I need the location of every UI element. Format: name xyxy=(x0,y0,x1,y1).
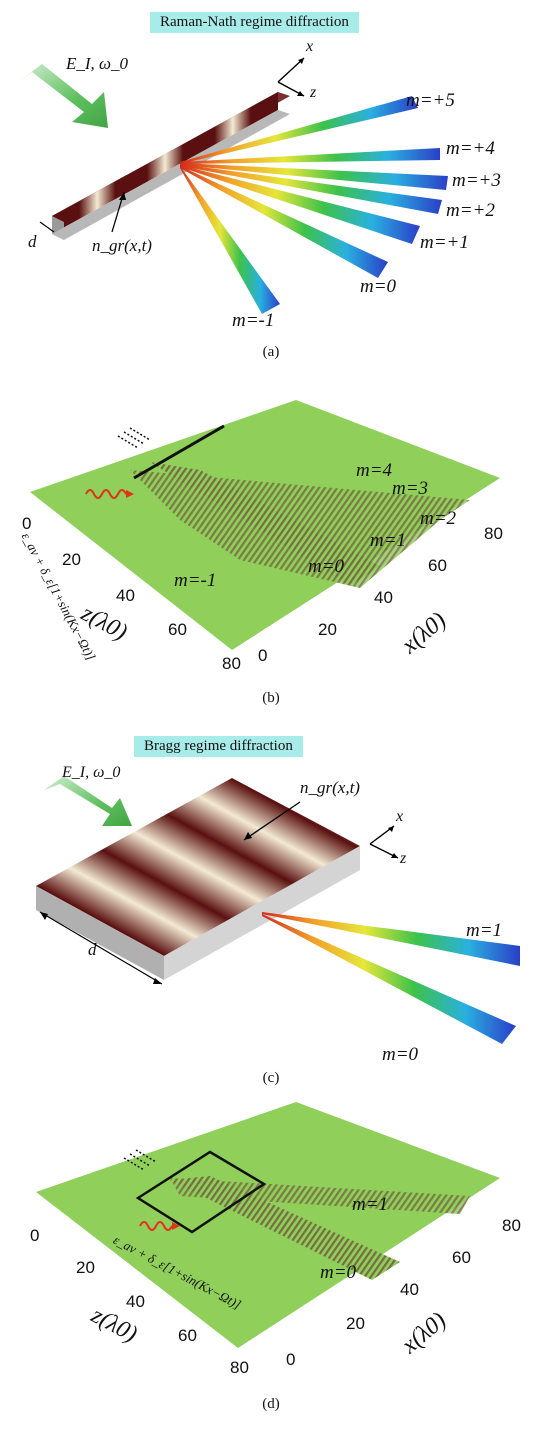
z-tick-b-20: 20 xyxy=(62,550,81,569)
order-cone-m+2 xyxy=(180,164,442,214)
fringe-beam-d-m1 xyxy=(170,1178,470,1214)
z-tick-d-0: 0 xyxy=(30,1226,40,1245)
order-cone-m+5 xyxy=(180,96,418,164)
incident-label-a: E_I, ω_0 xyxy=(66,54,129,73)
order-cone-c-m0 xyxy=(262,914,516,1044)
panel-a-title: Raman-Nath regime diffraction xyxy=(150,12,359,33)
x-tick-b-0: 0 xyxy=(258,646,268,665)
x-tick-d-0: 0 xyxy=(286,1350,296,1369)
wave-source-b xyxy=(85,489,127,499)
order-label-b-m0: m=0 xyxy=(308,556,345,577)
panel-c-graphics xyxy=(36,776,520,1044)
fringe-beam-b xyxy=(150,462,380,586)
order-label-c-m1: m=1 xyxy=(466,920,503,941)
wave-source-d xyxy=(139,1221,173,1231)
panel-d-graphics xyxy=(36,1102,500,1348)
order-label-a-m+5: m=+5 xyxy=(406,90,455,111)
index-label-a: n_gr(x,t) xyxy=(92,236,152,255)
z-tick-d-20: 20 xyxy=(76,1258,95,1277)
panel-c-title: Bragg regime diffraction xyxy=(134,736,303,757)
order-label-d-m0: m=0 xyxy=(320,1262,357,1283)
caption-c: (c) xyxy=(262,1070,280,1086)
caption-d: (d) xyxy=(262,1396,280,1412)
order-cone-m-1 xyxy=(180,166,280,314)
z-tick-b-80: 80 xyxy=(222,654,241,673)
panel-a-graphics xyxy=(18,57,448,314)
bragg-slab-top xyxy=(36,778,360,956)
incident-label-c: E_I, ω_0 xyxy=(62,764,121,781)
caption-b: (b) xyxy=(262,690,280,706)
z-tick-d-60: 60 xyxy=(178,1326,197,1345)
fringe-beam-d-m0 xyxy=(170,1176,400,1280)
order-label-a-m+3: m=+3 xyxy=(452,170,501,191)
z-tick-b-0: 0 xyxy=(22,514,32,533)
order-cone-m+4 xyxy=(180,148,440,164)
order-cone-m+3 xyxy=(180,163,448,190)
order-label-a-m+2: m=+2 xyxy=(446,200,495,221)
order-label-b-m-1: m=-1 xyxy=(174,570,217,591)
order-label-b-m2: m=2 xyxy=(420,508,457,529)
axis-x-label-c: x xyxy=(396,808,404,825)
order-cone-m0 xyxy=(180,166,388,278)
order-label-a-m-1: m=-1 xyxy=(232,310,275,331)
order-label-a-m0: m=0 xyxy=(360,276,397,297)
order-cone-m+1 xyxy=(180,165,420,244)
order-label-a-m+4: m=+4 xyxy=(446,138,495,159)
x-tick-d-40: 40 xyxy=(400,1280,419,1299)
x-tick-b-40: 40 xyxy=(374,588,393,607)
thickness-label-a: d xyxy=(28,232,37,251)
x-tick-b-20: 20 xyxy=(318,620,337,639)
incident-beam-c xyxy=(44,776,132,826)
z-tick-b-60: 60 xyxy=(168,620,187,639)
bragg-slab-front xyxy=(36,886,164,980)
x-tick-b-60: 60 xyxy=(428,556,447,575)
grating-box-d xyxy=(135,1150,267,1234)
z-tick-d-80: 80 xyxy=(230,1358,249,1377)
order-label-d-m1: m=1 xyxy=(352,1194,389,1215)
grating-bar-front-a xyxy=(52,92,278,234)
panel-b-graphics xyxy=(30,400,500,650)
x-tick-d-20: 20 xyxy=(346,1314,365,1333)
x-tick-d-80: 80 xyxy=(502,1216,521,1235)
axis-z-label-c: z xyxy=(400,850,407,867)
grating-line-b xyxy=(133,424,225,480)
axis-x-label-a: x xyxy=(306,38,314,55)
z-tick-b-40: 40 xyxy=(116,586,135,605)
order-label-b-m3: m=3 xyxy=(392,478,429,499)
caption-a: (a) xyxy=(262,344,280,360)
incident-beam-a xyxy=(18,64,108,128)
order-cone-c-m1 xyxy=(262,912,520,966)
order-label-b-m4: m=4 xyxy=(356,460,393,481)
order-label-b-m1: m=1 xyxy=(370,530,407,551)
index-label-c: n_gr(x,t) xyxy=(300,778,360,797)
thickness-label-c: d xyxy=(88,940,97,959)
z-tick-d-40: 40 xyxy=(126,1292,145,1311)
axis-z-label-a: z xyxy=(310,84,317,101)
order-label-a-m+1: m=+1 xyxy=(420,232,469,253)
order-label-c-m0: m=0 xyxy=(382,1044,419,1065)
grating-bar-bottom-a xyxy=(52,110,290,240)
x-tick-b-80: 80 xyxy=(484,524,503,543)
x-tick-d-60: 60 xyxy=(452,1248,471,1267)
